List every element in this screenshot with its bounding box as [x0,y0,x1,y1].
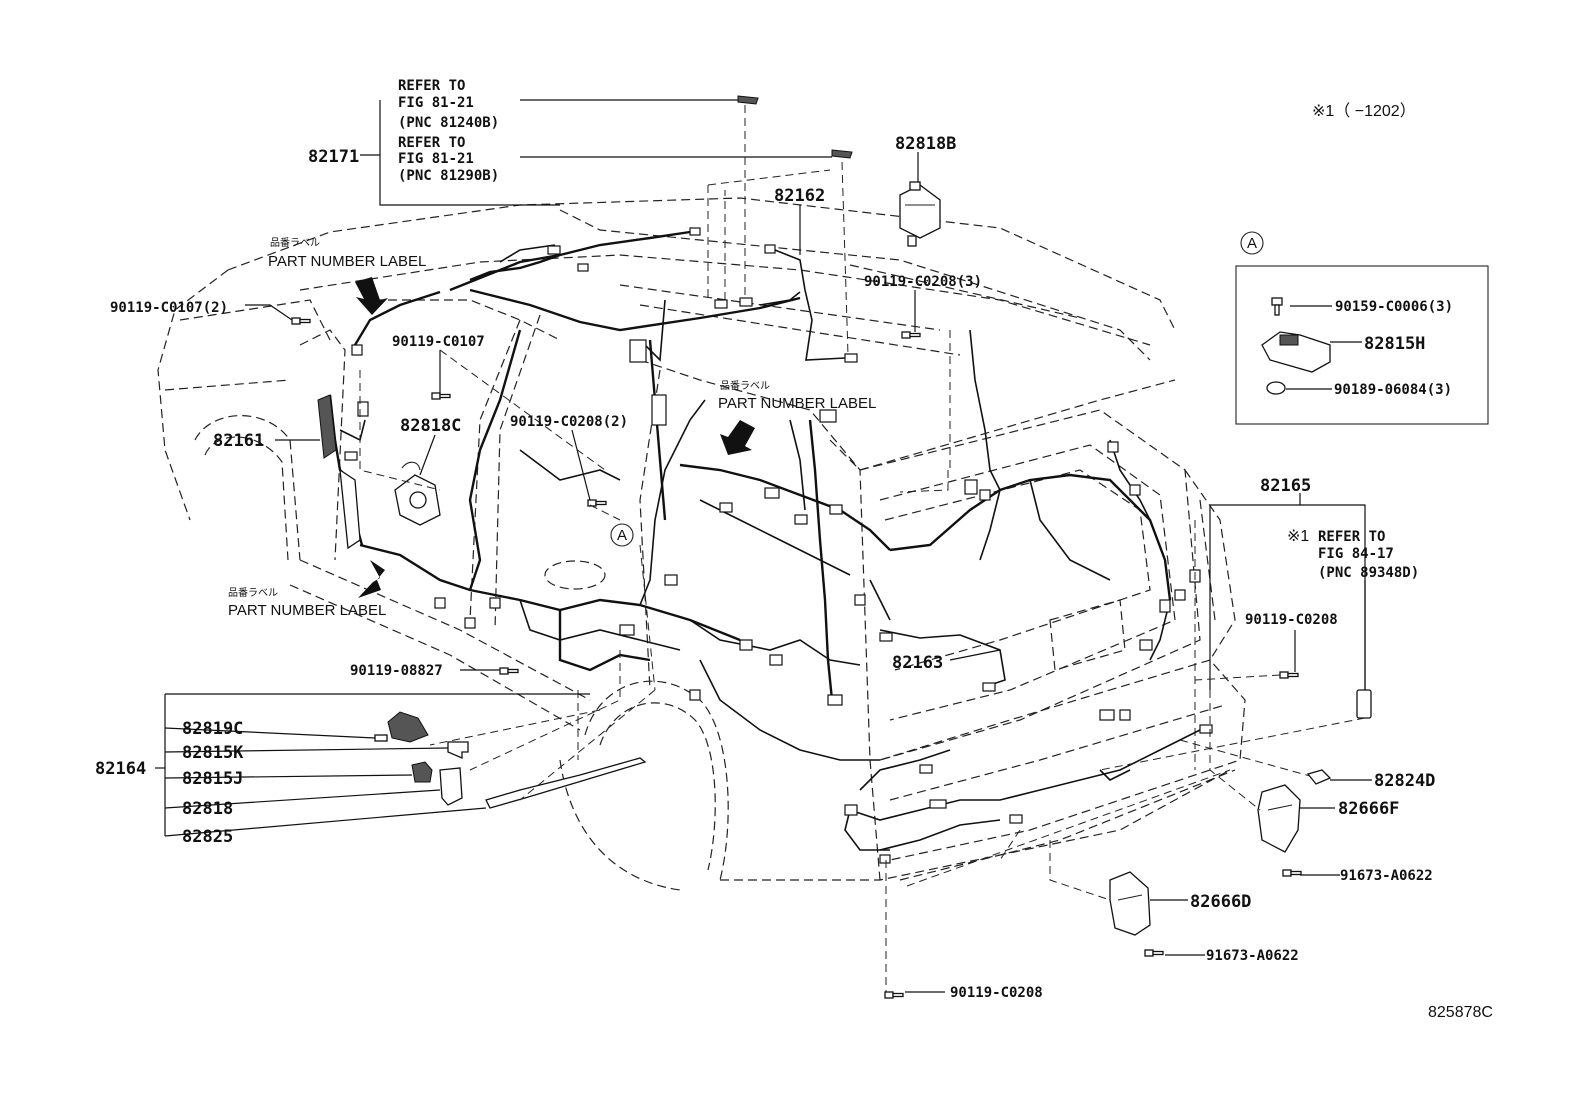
label-82825: 82825 [182,827,233,847]
part-label-en-1: PART NUMBER LABEL [268,253,426,270]
wire-harness-network [328,230,1201,851]
leader-lines [155,99,1372,993]
label-90119-08827: 90119-08827 [350,663,443,679]
label-82818B: 82818B [895,134,956,154]
label-90119-C0107-2: 90119-C0107(2) [110,300,228,316]
label-82165: 82165 [1260,476,1311,496]
refer-block-1: REFER TO FIG 81-21 (PNC 81240B) [398,78,499,131]
refer-3-line-2: FIG 84-17 [1318,546,1394,562]
part-label-jp-1: 品番ラベル [270,237,320,249]
dashed-relation-lines [359,105,1366,992]
sensor-82818C-symbol [394,461,441,526]
label-90119-C0208-right: 90119-C0208 [1245,612,1338,628]
label-82164: 82164 [95,759,146,779]
floor-harness-parts [374,711,647,809]
refer-3-mark: ※1 [1287,528,1309,545]
label-82815J: 82815J [182,769,243,789]
label-90119-C0208-2: 90119-C0208(2) [510,414,628,430]
refer-3-line-1: REFER TO [1318,529,1385,545]
vehicle-body-outline [157,197,1246,891]
label-90119-C0208-bottom: 90119-C0208 [950,985,1043,1001]
harness-connectors [344,227,1213,864]
part-label-en-3: PART NUMBER LABEL [228,602,386,619]
detail-marker-A-circle [610,523,634,547]
bolt-symbols [291,317,1302,999]
refer-2-line-3: (PNC 81290B) [398,168,499,184]
label-82666F: 82666F [1338,799,1399,819]
label-82815H: 82815H [1364,334,1425,354]
figure-code: 825878C [1428,1004,1493,1021]
refer-3-line-3: (PNC 89348D) [1318,565,1419,581]
pillar-harness-82161-symbol [317,394,361,550]
label-82161: 82161 [213,431,264,451]
detail-marker-A-text: A [617,527,627,544]
label-82818C: 82818C [400,416,461,436]
label-91673-A0622-b: 91673-A0622 [1206,948,1299,964]
refer-block-3: ※1 REFER TO FIG 84-17 (PNC 89348D) [1287,528,1419,581]
label-90119-C0208-3: 90119-C0208(3) [864,274,982,290]
label-82162: 82162 [774,186,825,206]
label-82824D: 82824D [1374,771,1435,791]
refer-1-line-2: FIG 81-21 [398,95,474,111]
refer-2-line-2: FIG 81-21 [398,151,474,167]
part-label-jp-3: 品番ラベル [228,587,278,599]
part-label-en-2: PART NUMBER LABEL [718,395,876,412]
label-82818: 82818 [182,799,233,819]
label-91673-A0622-a: 91673-A0622 [1340,868,1433,884]
refer-1-line-3: (PNC 81240B) [398,115,499,131]
label-90159-C0006-3: 90159-C0006(3) [1335,299,1453,315]
detail-A-letter: A [1247,235,1257,252]
label-82171: 82171 [308,147,359,167]
refer-1-line-1: REFER TO [398,78,465,94]
top-right-note: ※1（ −1202） [1312,102,1416,120]
sensor-82818B-symbol [899,181,941,247]
refer-block-2: REFER TO FIG 81-21 (PNC 81290B) [398,135,499,184]
label-82666D: 82666D [1190,892,1251,912]
label-82815K: 82815K [182,743,244,763]
refer-2-line-1: REFER TO [398,135,465,151]
detail-box-A [1235,231,1489,425]
label-82163: 82163 [892,653,943,673]
rear-parts [1109,689,1372,936]
part-number-label-arrows [355,277,755,598]
roof-clip-symbols [737,95,853,159]
label-82819C: 82819C [182,719,243,739]
part-label-jp-2: 品番ラベル [720,380,770,392]
label-90119-C0107: 90119-C0107 [392,334,485,350]
label-90189-06084-3: 90189-06084(3) [1334,382,1452,398]
